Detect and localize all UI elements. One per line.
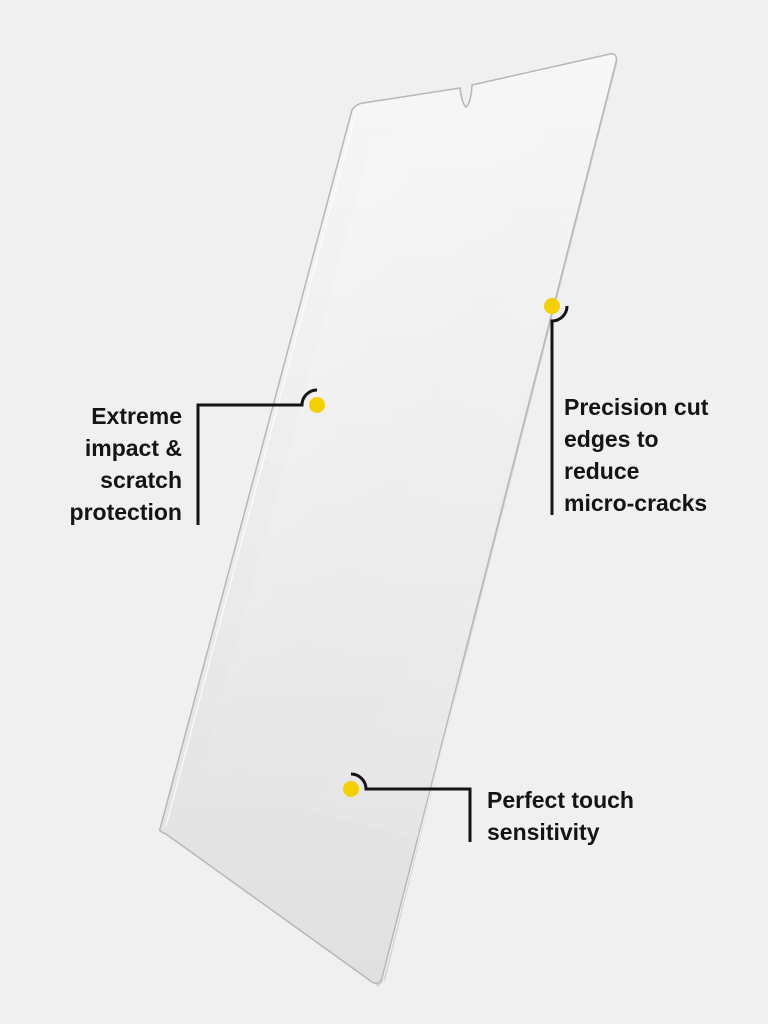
- callout-bottom-line: Perfect touch: [487, 787, 634, 813]
- callout-left-text: Extreme impact & scratch protection: [70, 400, 182, 528]
- callout-left-line: protection: [69, 499, 182, 525]
- callout-left-line: impact &: [84, 435, 182, 461]
- callout-right: [544, 298, 569, 515]
- callout-right-dot: [544, 298, 560, 314]
- glass-sheen: [200, 75, 600, 840]
- callout-bottom-dot: [343, 781, 359, 797]
- callout-bottom-text: Perfect touch sensitivity: [487, 784, 634, 848]
- callout-right-line: reduce: [564, 458, 640, 484]
- callout-bottom-line: sensitivity: [487, 819, 600, 845]
- callout-right-line: Precision cut: [564, 394, 709, 420]
- callout-left-leader: [196, 388, 318, 525]
- callout-bottom-leader: [350, 772, 472, 842]
- screen-protector: [158, 53, 618, 987]
- glass-highlight-edge: [165, 111, 357, 827]
- callout-right-line: micro-cracks: [564, 490, 708, 516]
- callout-bottom: [343, 772, 472, 842]
- callout-right-line: edges to: [564, 426, 659, 452]
- callout-left-line: scratch: [100, 467, 182, 493]
- callout-left-dot: [309, 397, 325, 413]
- callout-left: [196, 388, 325, 525]
- callout-right-text: Precision cut edges to reduce micro-crac…: [564, 391, 708, 519]
- callout-left-line: Extreme: [91, 403, 182, 429]
- callout-right-leader: [550, 305, 569, 515]
